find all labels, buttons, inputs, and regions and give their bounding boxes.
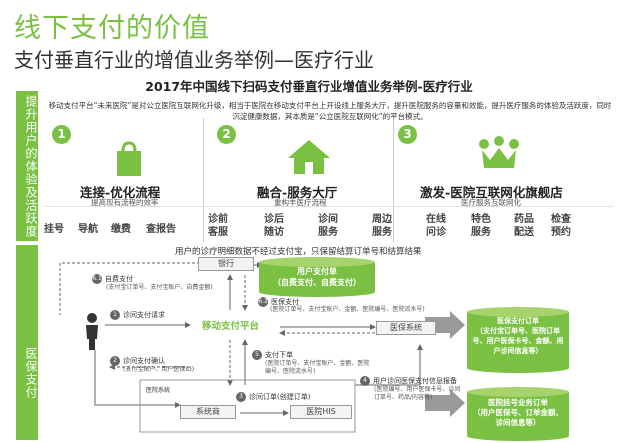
- section-number-2: 2: [217, 125, 236, 144]
- chart-title: 2017年中国线下扫码支付垂直行业增值业务举例-医疗行业: [145, 79, 473, 94]
- service-item: 特色 服务: [471, 214, 491, 238]
- annotation-4-detail: (医院编号、用户医保卡号、诊间订单号、药品/内容等): [374, 386, 461, 401]
- service-item: 诊后 随访: [264, 214, 284, 238]
- vendor-node: 系统商: [180, 405, 236, 419]
- user-order-db: [259, 257, 375, 297]
- service-item: 缴费: [111, 224, 131, 235]
- section-title-3: 激发-医院互联网化旗舰店: [420, 185, 563, 200]
- service-item: 检查 预约: [551, 214, 571, 238]
- user-icon: [86, 313, 98, 350]
- hospital-order-db: [467, 387, 569, 441]
- flow-top-note: 用户的诊疗明细数据不经过支付宝，只保留结算订单号和结算结果: [175, 247, 422, 257]
- service-item: 诊间 服务: [318, 214, 338, 238]
- insurance-order-db-label: 医保支付订单 （支付宝订单号、医院订单号、用户医保卡号、金额、用户诊间信息等）: [472, 317, 564, 355]
- service-item: 周边 服务: [372, 214, 392, 238]
- section-subtitle-3: 医疗服务互联网化: [461, 198, 521, 207]
- hospital-system-label: 医院系统: [146, 387, 171, 394]
- section-subtitle-1: 提高现有流程的效率: [91, 198, 159, 207]
- section-divider: [203, 118, 204, 242]
- annotation-2-detail: (支付宝账户、用户医保ID): [123, 366, 195, 373]
- hospital-order-db-label: 医院挂号业务订单 （用户医保号、订单金额、诊间信息等）: [473, 398, 563, 427]
- section-subtitle-2: 重构丰医疗流程: [274, 198, 327, 207]
- service-item: 诊前 客服: [208, 214, 228, 238]
- service-item: 查报告: [146, 224, 176, 235]
- annotation-6-2-detail: (医院订单号、支付宝账户、金额、医院编号、医院流水号): [270, 306, 425, 313]
- annotation-5-detail: (医院订单号、支付宝账户、金额、医院编号、医院流水号): [265, 360, 370, 375]
- service-item: 在线 问诊: [426, 214, 446, 238]
- user-order-db-label: 用户支付单 （自费支付、自费支付）: [273, 267, 361, 287]
- page-title: 线下支付的价值: [14, 13, 210, 44]
- section-title-2: 融合-服务大厅: [257, 185, 338, 200]
- section-number-1: 1: [52, 125, 71, 144]
- row-divider: [44, 206, 614, 207]
- service-item: 导航: [78, 224, 98, 235]
- service-item: 药品 配送: [514, 214, 534, 238]
- page-subtitle: 支付垂直行业的增值业务举例—医疗行业: [14, 48, 374, 72]
- shopping-bag-icon: [117, 141, 141, 176]
- section-divider: [393, 118, 394, 242]
- crown-icon: [479, 136, 519, 168]
- platform-node: 移动支付平台: [201, 321, 259, 332]
- house-icon: [288, 140, 330, 174]
- section-title-1: 连接-优化流程: [80, 185, 161, 200]
- description-text: 移动支付平台“未来医院”是对公立医院互联网化升级，相当于医院在移动支付平台上开设…: [48, 101, 612, 121]
- insurance-order-db: [467, 307, 569, 373]
- bank-node: 银行: [198, 257, 254, 271]
- service-item: 挂号: [44, 224, 64, 235]
- section-number-3: 3: [398, 125, 417, 144]
- side-label-experience: 提升用户的体验及活跃度: [16, 91, 38, 241]
- side-label-insurance: 医保支付: [16, 245, 38, 440]
- insurance-system-node: 医保系统: [376, 321, 436, 335]
- his-node: 医院HIS: [290, 405, 352, 419]
- annotation-6-1-detail: (支付宝订单号、支付宝账户、自费金额): [106, 284, 213, 291]
